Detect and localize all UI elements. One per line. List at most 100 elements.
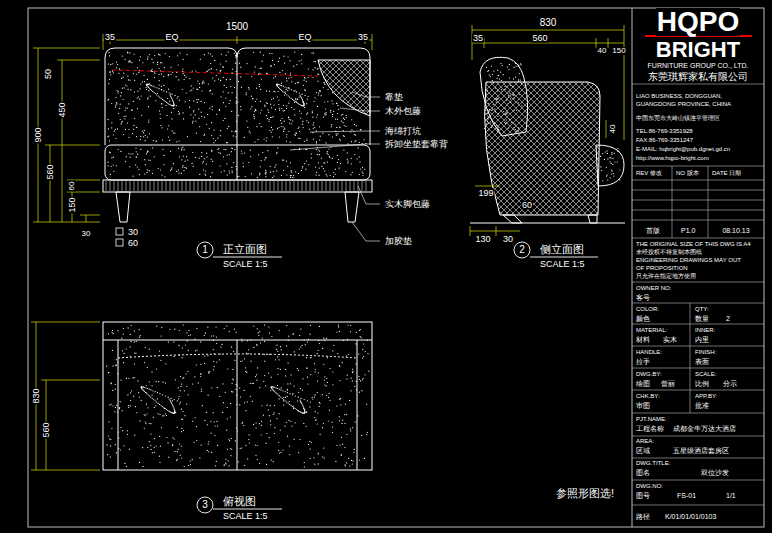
fabric-dot — [279, 330, 280, 331]
fabric-dot — [208, 444, 209, 445]
fabric-dot — [140, 149, 141, 150]
fabric-dot — [313, 128, 314, 129]
fabric-dot — [128, 79, 129, 80]
fabric-dot — [263, 55, 264, 56]
fabric-dot — [146, 413, 147, 414]
fabric-dot — [193, 111, 194, 112]
fabric-dot — [139, 462, 140, 463]
fabric-dot — [330, 112, 331, 113]
fabric-dot — [339, 365, 340, 366]
fabric-dot — [140, 335, 141, 336]
fabric-dot — [288, 95, 289, 96]
rattan-hatch — [110, 181, 111, 191]
fabric-dot — [318, 149, 319, 150]
fabric-dot — [212, 106, 213, 107]
fabric-dot — [503, 111, 504, 112]
fabric-dot — [317, 353, 318, 354]
rattan-hatch — [214, 181, 215, 191]
fabric-dot — [202, 83, 203, 84]
fabric-dot — [225, 392, 226, 393]
fabric-dot — [355, 135, 356, 136]
fabric-dot — [300, 388, 301, 389]
fabric-dot — [327, 175, 328, 176]
fabric-dot — [276, 153, 277, 154]
fabric-dot — [181, 431, 182, 432]
fabric-dot — [179, 113, 180, 114]
fabric-dot — [504, 122, 505, 123]
fabric-dot — [137, 380, 138, 381]
fabric-dot — [208, 53, 209, 54]
fabric-dot — [301, 63, 302, 64]
fabric-dot — [138, 169, 139, 170]
fabric-dot — [154, 407, 155, 408]
fabric-dot — [281, 175, 282, 176]
fabric-dot — [239, 388, 240, 389]
fabric-dot — [339, 127, 340, 128]
fabric-dot — [242, 341, 243, 342]
fabric-dot — [179, 173, 180, 174]
fabric-dot — [354, 154, 355, 155]
fabric-dot — [257, 367, 258, 368]
fabric-dot — [318, 372, 319, 373]
fabric-dot — [223, 149, 224, 150]
fabric-dot — [150, 160, 151, 161]
fabric-dot — [311, 157, 312, 158]
fabric-dot — [283, 131, 284, 132]
fabric-dot — [348, 458, 349, 459]
fabric-dot — [302, 99, 303, 100]
fabric-dot — [168, 342, 169, 343]
fabric-dot — [214, 435, 215, 436]
fabric-dot — [273, 77, 274, 78]
fabric-dot — [168, 442, 169, 443]
fabric-dot — [277, 356, 278, 357]
fabric-dot — [507, 67, 508, 68]
fabric-dot — [255, 101, 256, 102]
fabric-dot — [332, 384, 333, 385]
fabric-dot — [500, 72, 501, 73]
fabric-dot — [193, 110, 194, 111]
fabric-dot — [111, 103, 112, 104]
fabric-dot — [250, 156, 251, 157]
fabric-dot — [116, 405, 117, 406]
fabric-dot — [323, 364, 324, 365]
fabric-dot — [173, 102, 174, 103]
fabric-dot — [487, 71, 488, 72]
fabric-dot — [129, 60, 130, 61]
fabric-dot — [227, 142, 228, 143]
fabric-dot — [240, 397, 241, 398]
fabric-dot — [217, 387, 218, 388]
fabric-dot — [192, 121, 193, 122]
fabric-dot — [193, 117, 194, 118]
rattan-hatch — [126, 181, 127, 191]
fabric-dot — [196, 99, 197, 100]
fabric-dot — [280, 346, 281, 347]
fabric-dot — [149, 83, 150, 84]
fabric-dot — [189, 78, 190, 79]
fabric-dot — [303, 103, 304, 104]
fabric-dot — [317, 154, 318, 155]
fabric-dot — [260, 112, 261, 113]
fabric-dot — [216, 326, 217, 327]
fabric-dot — [286, 325, 287, 326]
rattan-hatch — [142, 181, 143, 191]
fabric-dot — [326, 378, 327, 379]
fabric-dot — [152, 147, 153, 148]
fabric-dot — [171, 97, 172, 98]
fabric-dot — [299, 104, 300, 105]
fabric-dot — [313, 122, 314, 123]
fabric-dot — [210, 421, 211, 422]
fabric-dot — [118, 73, 119, 74]
fabric-dot — [136, 156, 137, 157]
fabric-dot — [233, 162, 234, 163]
fabric-dot — [106, 366, 107, 367]
fabric-dot — [222, 344, 223, 345]
fabric-dot — [281, 108, 282, 109]
fabric-dot — [181, 173, 182, 174]
rattan-hatch — [310, 181, 311, 191]
fabric-dot — [328, 154, 329, 155]
fabric-dot — [154, 452, 155, 453]
fabric-dot — [178, 148, 179, 149]
fabric-dot — [343, 135, 344, 136]
fabric-dot — [323, 168, 324, 169]
fabric-dot — [213, 340, 214, 341]
